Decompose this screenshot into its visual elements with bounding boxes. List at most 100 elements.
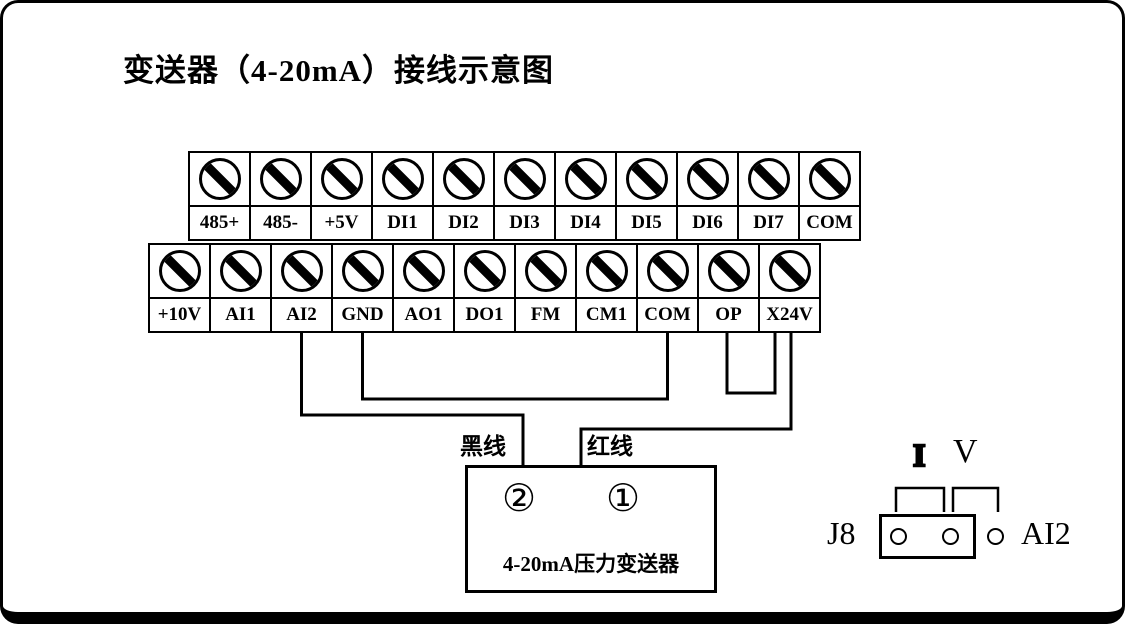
jumper-name-label: J8 bbox=[827, 515, 856, 551]
screw-icon bbox=[747, 158, 790, 200]
terminal-do1: DO1 bbox=[453, 243, 516, 333]
screw-terminal bbox=[312, 153, 371, 207]
screw-icon bbox=[259, 158, 302, 200]
screw-icon bbox=[463, 250, 506, 292]
terminal-di7: DI7 bbox=[737, 151, 800, 241]
screw-terminal bbox=[556, 153, 615, 207]
terminal-label: FM bbox=[530, 304, 561, 325]
screw-icon bbox=[320, 158, 363, 200]
screw-icon bbox=[341, 250, 384, 292]
screw-terminal bbox=[760, 245, 819, 299]
screw-icon bbox=[524, 250, 567, 292]
screw-icon bbox=[158, 250, 201, 292]
terminal-di3: DI3 bbox=[493, 151, 556, 241]
terminal-+10v: +10V bbox=[148, 243, 211, 333]
terminal-di4: DI4 bbox=[554, 151, 617, 241]
screw-icon bbox=[219, 250, 262, 292]
terminal-com: COM bbox=[798, 151, 861, 241]
terminal-label: COM bbox=[644, 304, 691, 325]
screw-terminal bbox=[678, 153, 737, 207]
transmitter-label: 4-20mA压力变送器 bbox=[502, 552, 680, 576]
wire-x24v-red bbox=[579, 333, 793, 468]
terminal-label: 485+ bbox=[199, 212, 240, 233]
terminal-label: DI5 bbox=[631, 212, 662, 233]
screw-terminal bbox=[617, 153, 676, 207]
screw-icon bbox=[503, 158, 546, 200]
terminal-label: X24V bbox=[766, 304, 813, 325]
terminal-ai1: AI1 bbox=[209, 243, 272, 333]
terminal-ao1: AO1 bbox=[392, 243, 455, 333]
terminal-+5v: +5V bbox=[310, 151, 373, 241]
terminal-485+: 485+ bbox=[188, 151, 251, 241]
diagram-title: 变送器（4-20mA）接线示意图 bbox=[123, 53, 555, 88]
screw-terminal bbox=[373, 153, 432, 207]
terminal-label: +10V bbox=[157, 304, 202, 325]
screw-terminal bbox=[516, 245, 575, 299]
screw-terminal bbox=[455, 245, 514, 299]
screw-terminal bbox=[800, 153, 859, 207]
screw-icon bbox=[402, 250, 445, 292]
screw-icon bbox=[707, 250, 750, 292]
wiring-lines bbox=[300, 333, 1000, 512]
terminal-label: AO1 bbox=[404, 304, 443, 325]
terminal-ai2: AI2 bbox=[270, 243, 333, 333]
jumper-pin-box bbox=[879, 514, 976, 559]
black-wire-label: 黑线 bbox=[460, 434, 506, 459]
screw-icon bbox=[564, 158, 607, 200]
terminal-label: DI7 bbox=[753, 212, 784, 233]
jumper-pin-1-icon bbox=[890, 528, 907, 545]
terminal-label: 485- bbox=[263, 212, 298, 233]
wire-ai2-black bbox=[300, 333, 525, 468]
jumper-bracket-current bbox=[894, 486, 946, 512]
terminal-label: DI3 bbox=[509, 212, 540, 233]
terminal-op: OP bbox=[697, 243, 760, 333]
screw-icon bbox=[381, 158, 424, 200]
terminal-label: DI6 bbox=[692, 212, 723, 233]
screw-terminal bbox=[272, 245, 331, 299]
terminal-com: COM bbox=[636, 243, 699, 333]
pressure-transmitter-box: ② ① 4-20mA压力变送器 bbox=[465, 465, 717, 593]
terminal-label: DI4 bbox=[570, 212, 601, 233]
screw-icon bbox=[442, 158, 485, 200]
screw-icon bbox=[686, 158, 729, 200]
transmitter-terminal-2: ② bbox=[502, 476, 537, 520]
terminal-cm1: CM1 bbox=[575, 243, 638, 333]
terminal-label: AI2 bbox=[286, 304, 317, 325]
screw-icon bbox=[625, 158, 668, 200]
voltage-mode-mark: V bbox=[953, 433, 978, 470]
screw-terminal bbox=[150, 245, 209, 299]
wire-jumper-op-to-x24v bbox=[725, 333, 777, 395]
screw-terminal bbox=[251, 153, 310, 207]
screw-icon bbox=[808, 158, 851, 200]
screw-terminal bbox=[333, 245, 392, 299]
screw-terminal bbox=[190, 153, 249, 207]
terminal-label: COM bbox=[806, 212, 853, 233]
terminal-label: DI1 bbox=[387, 212, 418, 233]
screw-terminal bbox=[638, 245, 697, 299]
transmitter-terminal-1: ① bbox=[606, 476, 641, 520]
jumper-signal-label: AI2 bbox=[1021, 515, 1071, 551]
screw-terminal bbox=[699, 245, 758, 299]
screw-terminal bbox=[495, 153, 554, 207]
terminal-di6: DI6 bbox=[676, 151, 739, 241]
terminal-label: OP bbox=[715, 304, 742, 325]
screw-terminal bbox=[394, 245, 453, 299]
terminal-label: +5V bbox=[324, 212, 359, 233]
terminal-di2: DI2 bbox=[432, 151, 495, 241]
wire-gnd-to-com bbox=[361, 333, 669, 401]
red-wire-label: 红线 bbox=[587, 434, 633, 459]
screw-icon bbox=[585, 250, 628, 292]
screw-terminal bbox=[739, 153, 798, 207]
terminal-label: GND bbox=[341, 304, 384, 325]
terminal-fm: FM bbox=[514, 243, 577, 333]
terminal-di5: DI5 bbox=[615, 151, 678, 241]
terminal-gnd: GND bbox=[331, 243, 394, 333]
terminal-di1: DI1 bbox=[371, 151, 434, 241]
jumper-bracket-voltage bbox=[951, 486, 1000, 512]
terminal-label: AI1 bbox=[225, 304, 256, 325]
screw-icon bbox=[280, 250, 323, 292]
jumper-pin-3-icon bbox=[987, 528, 1004, 545]
